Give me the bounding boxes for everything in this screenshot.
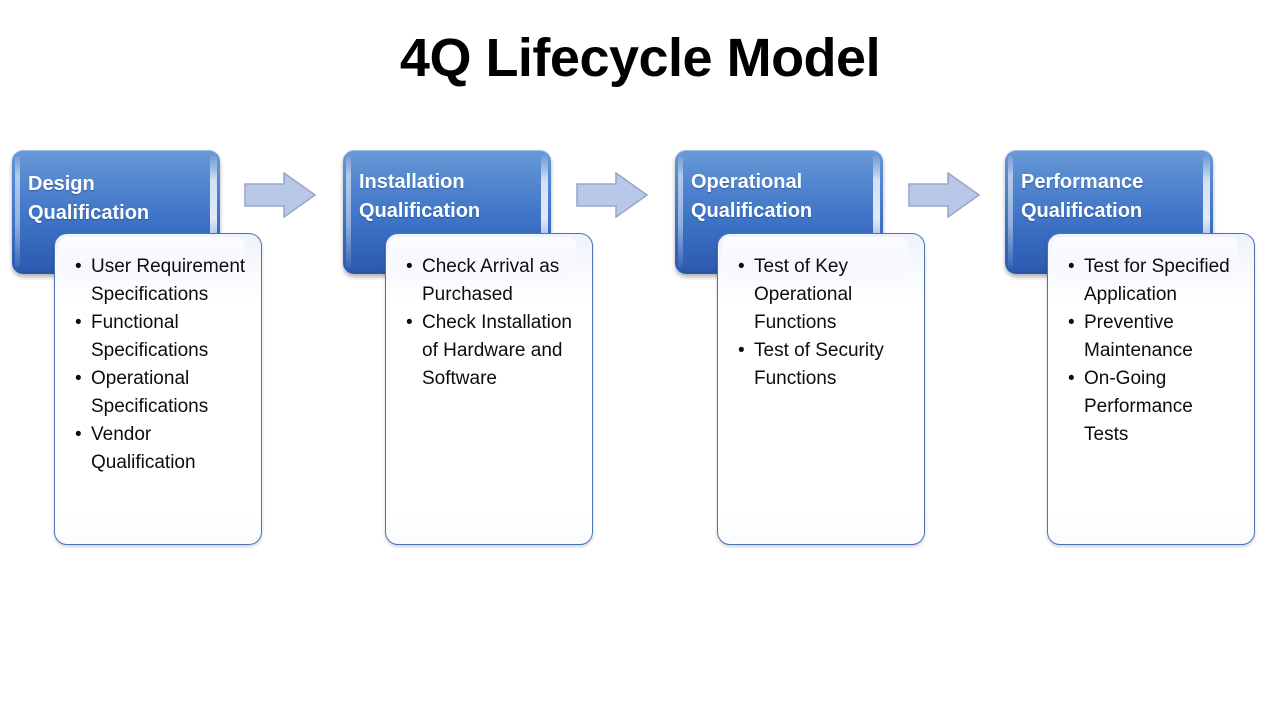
stage-header-label-installation: Installation Qualification xyxy=(359,171,481,222)
right-arrow-icon xyxy=(908,172,980,218)
stage-bullet-list-installation: Check Arrival as Purchased Check Install… xyxy=(406,253,578,393)
list-item: Functional Specifications xyxy=(75,309,247,365)
stage-body-card-installation[interactable]: Check Arrival as Purchased Check Install… xyxy=(385,233,593,545)
list-item: Test for Specified Application xyxy=(1068,253,1240,309)
list-item: Test of Security Functions xyxy=(738,337,910,393)
list-item: On-Going Performance Tests xyxy=(1068,365,1240,449)
page-title: 4Q Lifecycle Model xyxy=(399,28,881,88)
stage-performance-qualification[interactable]: Performance Qualification Test for Speci… xyxy=(993,0,1273,720)
stage-body-card-performance[interactable]: Test for Specified Application Preventiv… xyxy=(1047,233,1255,545)
list-item: Check Arrival as Purchased xyxy=(406,253,578,309)
stage-bullet-list-performance: Test for Specified Application Preventiv… xyxy=(1068,253,1240,449)
stage-installation-qualification[interactable]: Installation Qualification Check Arrival… xyxy=(331,0,611,720)
list-item: Vendor Qualification xyxy=(75,421,247,477)
stage-bullet-list-design: User Requirement Specifications Function… xyxy=(75,253,247,477)
list-item: Test of Key Operational Functions xyxy=(738,253,910,337)
stage-header-label-performance: Performance Qualification xyxy=(1021,171,1144,222)
stage-design-qualification[interactable]: Design Qualification User Requirement Sp… xyxy=(0,0,280,720)
list-item: Preventive Maintenance xyxy=(1068,309,1240,365)
stage-bullet-list-operational: Test of Key Operational Functions Test o… xyxy=(738,253,910,393)
right-arrow-icon xyxy=(576,172,648,218)
stage-body-card-design[interactable]: User Requirement Specifications Function… xyxy=(54,233,262,545)
list-item: Check Installation of Hardware and Softw… xyxy=(406,309,578,393)
stage-operational-qualification[interactable]: Operational Qualification Test of Key Op… xyxy=(663,0,943,720)
list-item: Operational Specifications xyxy=(75,365,247,421)
stage-body-card-operational[interactable]: Test of Key Operational Functions Test o… xyxy=(717,233,925,545)
right-arrow-icon xyxy=(244,172,316,218)
list-item: User Requirement Specifications xyxy=(75,253,247,309)
stage-header-label-operational: Operational Qualification xyxy=(691,171,813,222)
stage-header-label-design: Design Qualification xyxy=(28,173,150,224)
